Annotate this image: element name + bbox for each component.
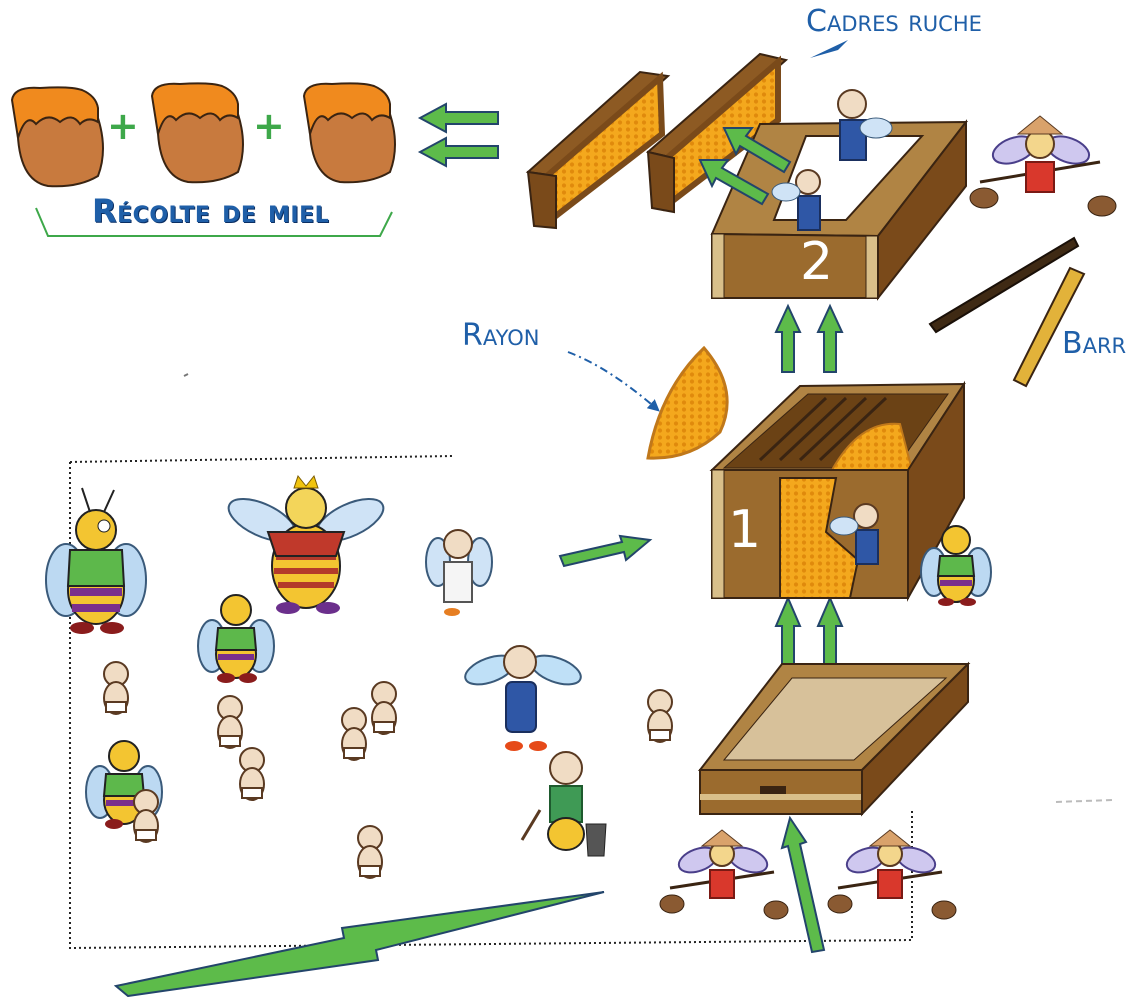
arrow-right-icon	[558, 534, 653, 568]
hive-frame-icon	[525, 70, 671, 230]
larva-icon	[341, 707, 367, 761]
drone-bee-icon	[45, 487, 147, 634]
frame-arrows	[698, 127, 792, 206]
honey-jars	[10, 82, 396, 237]
hive-base	[697, 661, 971, 817]
honey-jar-icon	[10, 86, 104, 188]
label-recolte-de-miel: Récolte de miel	[92, 192, 330, 230]
arrow-up-icon	[774, 303, 802, 373]
plus-sign: +	[253, 104, 285, 148]
larva-icon	[371, 681, 397, 735]
beekeeper-bee-icon	[829, 503, 879, 565]
colony-enclosure	[69, 455, 913, 950]
hive-frame-icon	[645, 52, 789, 214]
larva-icon	[217, 695, 243, 749]
larva-icon	[103, 661, 129, 715]
hive-box-number-2: 2	[800, 232, 834, 292]
plus-sign: +	[107, 104, 139, 148]
nurse-bee-icon	[425, 529, 493, 616]
larvae-group	[103, 661, 673, 879]
arrow-up-icon	[774, 595, 802, 667]
arrows-to-jars	[417, 102, 499, 168]
forager-bee-icon	[520, 751, 607, 857]
arrow-left-icon	[417, 102, 499, 134]
hive-frames	[525, 40, 848, 230]
hive-box-2	[710, 119, 969, 301]
arrow-left-icon	[417, 136, 499, 168]
drone-bee-icon	[197, 594, 275, 683]
big-arrow-icon	[113, 891, 605, 997]
hive-tools	[928, 236, 1086, 388]
honey-jar-icon	[302, 82, 396, 184]
arrow-up-icon	[780, 815, 826, 954]
larva-icon	[239, 747, 265, 801]
arrow-up-left-icon	[698, 159, 770, 206]
bar-tool-icon	[1012, 266, 1086, 388]
larva-icon	[647, 689, 673, 743]
hive-box-1	[709, 380, 966, 602]
worker-bee-icon	[464, 645, 582, 751]
larva-icon	[133, 789, 159, 843]
water-carrier-bee-icon	[659, 829, 789, 920]
water-carrier-bee-icon	[969, 115, 1117, 217]
arrows-up	[774, 303, 844, 667]
rayon-pointer-arrow	[567, 351, 660, 412]
harvest-bracket	[35, 207, 393, 237]
arrow-up-left-icon	[722, 127, 792, 174]
colony-arrows	[113, 534, 826, 997]
label-rayon: Rayon	[462, 318, 540, 353]
arrow-up-icon	[816, 595, 844, 667]
guard-bee-icon	[920, 525, 992, 606]
beekeeper-bee-icon	[837, 89, 893, 161]
label-barre: Barr	[1062, 326, 1126, 361]
arrow-up-icon	[816, 303, 844, 373]
honey-jar-icon	[150, 82, 244, 184]
queen-bee-icon	[227, 474, 385, 614]
hive-box-number-1: 1	[728, 500, 762, 560]
pole-icon	[928, 236, 1080, 334]
larva-icon	[357, 825, 383, 879]
label-pointer-icon	[810, 40, 848, 58]
label-cadres-ruche: Cadres ruche	[806, 4, 982, 39]
beekeeper-bee-icon	[771, 169, 821, 231]
honeycomb-piece-icon	[567, 345, 729, 460]
water-carrier-bee-icon	[827, 829, 957, 920]
